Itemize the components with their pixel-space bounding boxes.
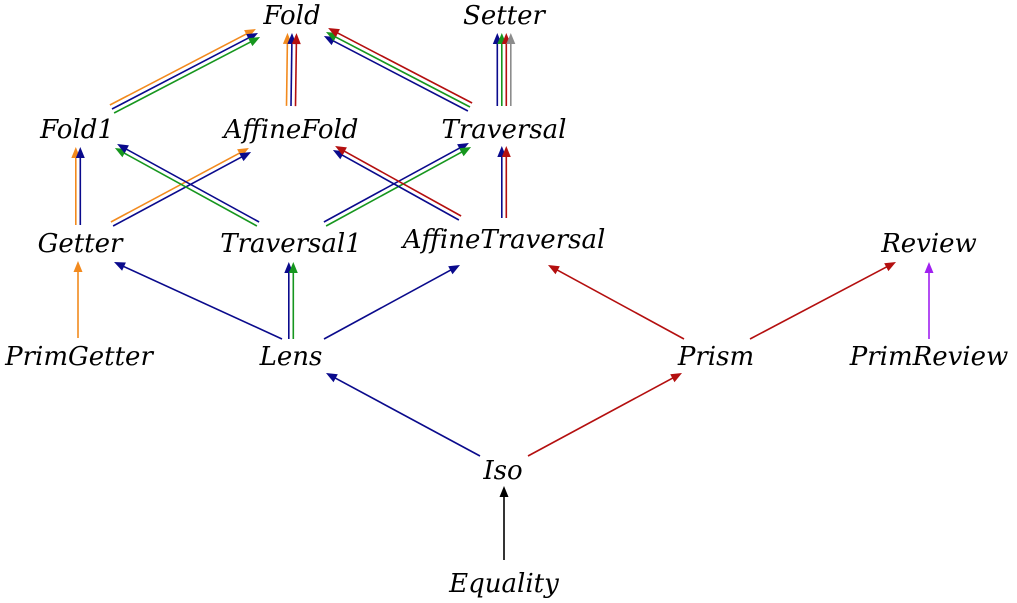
edge-line-red [294,41,298,107]
edge-line-navy [333,376,481,457]
nodes-layer: Fold Setter Fold1 AffineFold Traversal G… [4,1,1008,599]
node-equality: Equality [448,569,559,599]
node-fold: Fold [262,1,320,31]
edge-affinefold-to-fold [282,32,301,107]
arrowhead-red [335,146,347,156]
arrowhead-red [501,146,511,157]
edge-primreview-to-review [924,262,934,339]
arrowhead-red [548,265,560,275]
edge-line-navy [340,153,460,221]
arrowhead-navy [457,143,469,153]
edge-line-green [113,40,253,114]
edge-traversal-to-fold [323,28,473,112]
edge-line-red [335,31,473,104]
edge-line-navy [111,36,251,110]
edge-line-green [333,35,471,108]
edge-primgetter-to-getter [73,261,83,338]
arrowhead-navy [326,373,338,383]
edge-fold1-to-fold [109,29,261,114]
edge-lens-to-getter [114,262,283,340]
arrowhead-purple [924,262,934,273]
arrowhead-green [248,37,261,47]
node-setter: Setter [463,1,546,31]
node-lens: Lens [259,342,323,372]
edge-line-navy [331,39,469,112]
node-primgetter: PrimGetter [4,342,154,372]
edge-line-navy [121,264,283,340]
node-iso: Iso [482,456,522,486]
arrowhead-orange [244,29,256,39]
node-fold1: Fold1 [39,115,114,145]
edge-line-red [342,149,462,217]
edge-getter-to-affinefold [110,148,252,227]
node-traversal: Traversal [442,115,567,145]
arrowhead-navy [114,262,126,271]
node-affinetraversal: AffineTraversal [401,225,606,255]
edge-line-red [555,268,685,340]
edges-layer [71,28,934,560]
edge-line-navy [323,268,453,340]
edge-line-navy [290,41,293,107]
arrowhead-green [288,262,298,273]
node-primreview: PrimReview [849,342,1009,372]
edge-affinetraversal-to-affinefold [332,146,462,221]
node-review: Review [880,229,977,259]
edge-traversal-to-setter [492,33,516,106]
edge-traversal1-to-fold1 [114,144,260,227]
edge-line-red [749,265,889,340]
node-prism: Prism [677,342,754,372]
edge-prism-to-affinetraversal [548,265,685,340]
edge-getter-to-fold1 [71,147,85,225]
edge-line-green [325,150,464,227]
edge-line-orange [285,41,289,106]
edge-iso-to-lens [326,373,481,457]
arrowhead-red [670,373,682,383]
edge-iso-to-prism [527,373,682,457]
edge-traversal1-to-traversal [323,143,472,227]
arrowhead-navy [75,147,85,158]
edge-line-orange [110,151,242,223]
edge-line-green [122,151,258,227]
edge-lens-to-affinetraversal [323,265,460,340]
edge-line-orange [109,32,249,106]
arrowhead-navy [239,152,252,162]
arrowhead-orange [237,148,249,158]
node-affinefold: AffineFold [222,115,359,145]
arrowhead-black [499,486,509,497]
edge-prism-to-review [749,262,896,340]
edge-lens-to-traversal1 [284,262,298,339]
arrowhead-navy [448,265,460,275]
arrowhead-navy [117,144,129,154]
edge-line-navy [323,146,462,223]
arrowhead-orange [73,261,83,272]
edge-line-navy [124,147,260,223]
node-getter: Getter [38,229,124,259]
node-traversal1: Traversal1 [220,229,361,259]
arrowhead-green [459,147,472,157]
edge-line-navy [112,155,244,227]
edge-equality-to-iso [499,486,509,560]
arrowhead-red [328,28,340,38]
arrowhead-red [291,33,301,45]
arrowhead-gray [506,33,516,44]
edge-affinetraversal-to-traversal [497,146,511,218]
arrowhead-red [884,262,896,272]
edge-line-red [527,376,675,457]
